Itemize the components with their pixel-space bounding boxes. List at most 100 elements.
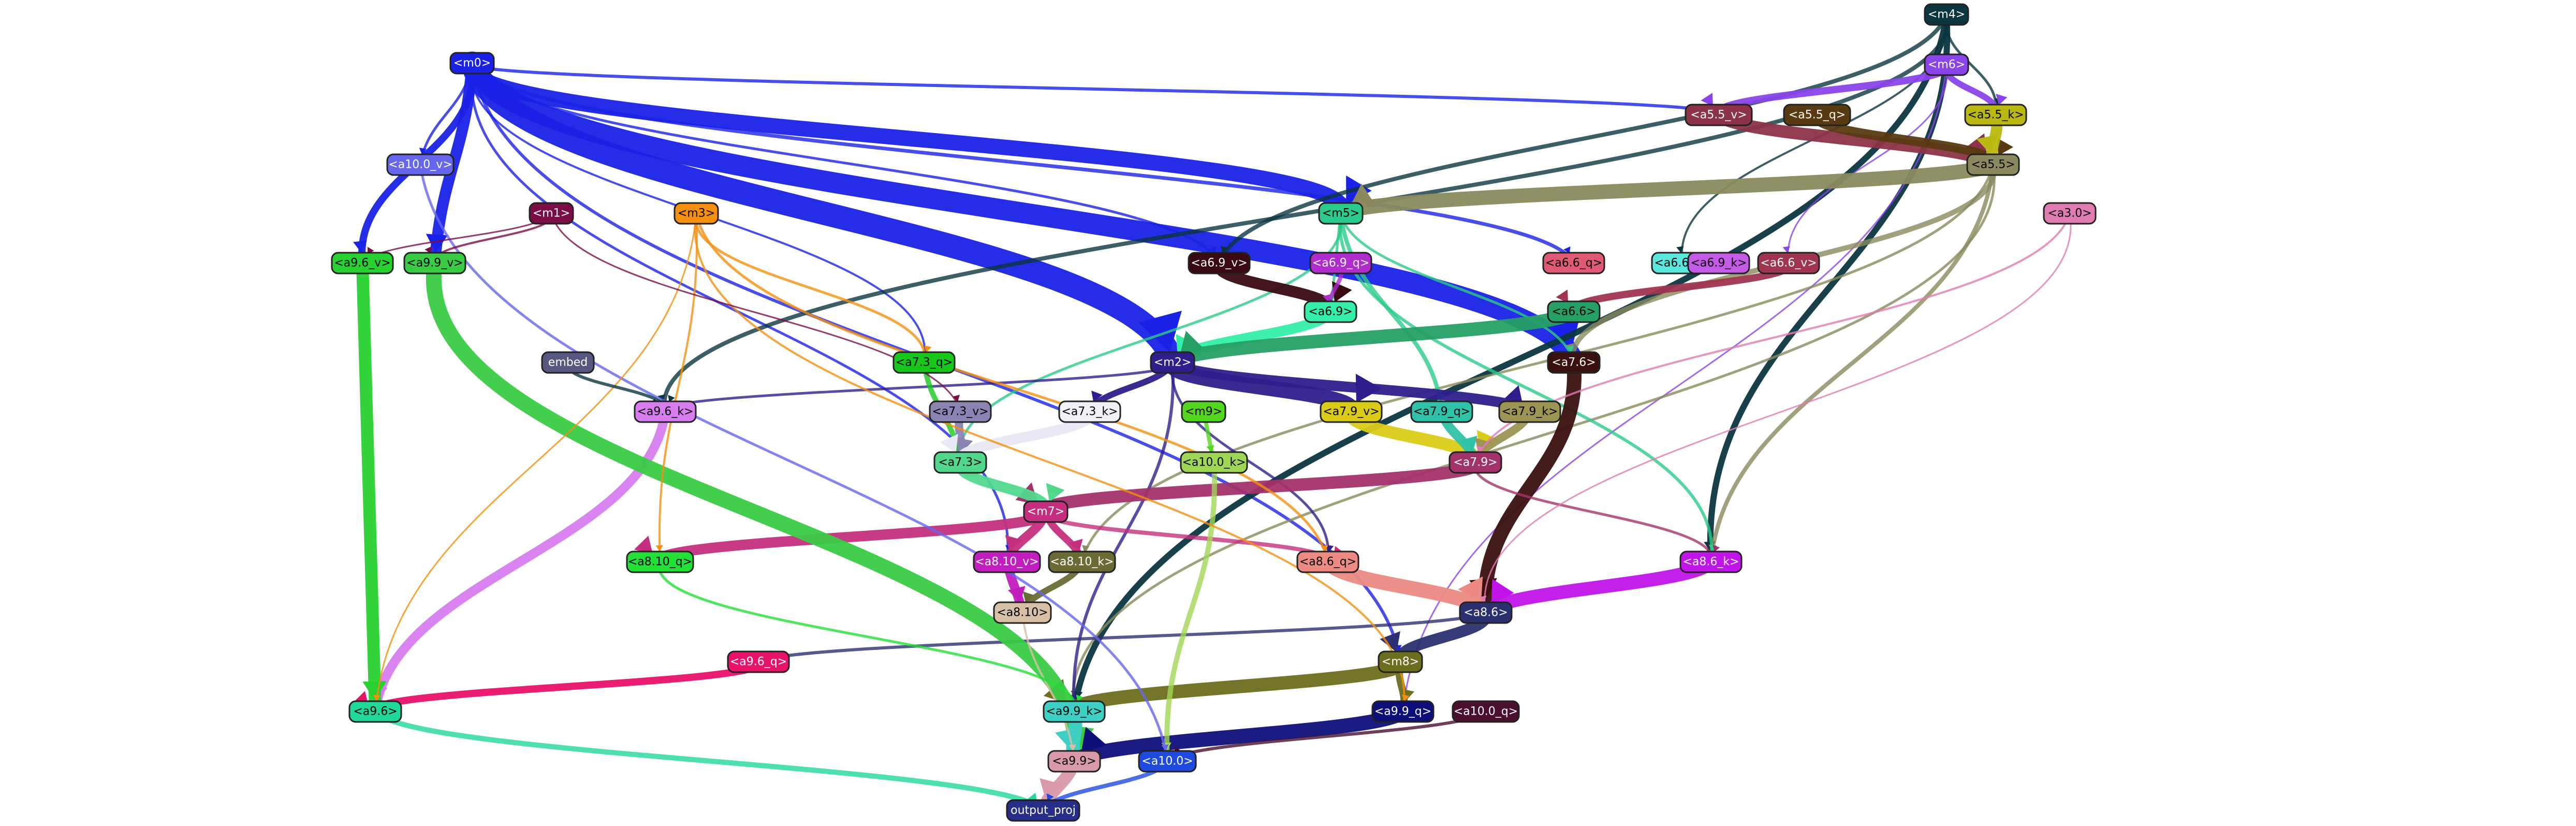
node-box bbox=[403, 252, 466, 274]
node-a9_6_v[interactable]: <a9.6_v> bbox=[331, 252, 394, 274]
node-box bbox=[892, 351, 956, 374]
node-a7_3_v[interactable]: <a7.3_v> bbox=[929, 400, 992, 423]
node-box bbox=[1371, 700, 1435, 723]
node-a8_10[interactable]: <a8.10> bbox=[993, 601, 1052, 624]
node-label: <a6.9> bbox=[1308, 306, 1352, 318]
arrowhead-m6-to-a5_5_k bbox=[1996, 94, 2008, 105]
node-label: <a7.9_v> bbox=[1323, 405, 1379, 418]
node-m6[interactable]: <m6> bbox=[1924, 53, 1969, 76]
arrowhead-m0-to-a6_9_v bbox=[1209, 246, 1217, 254]
node-a6_6[interactable]: <a6.6> bbox=[1547, 300, 1601, 323]
node-a5_5_v[interactable]: <a5.5_v> bbox=[1685, 104, 1753, 126]
edge-m0-to-a5_5_v bbox=[470, 62, 1721, 117]
node-a7_3[interactable]: <a7.3> bbox=[933, 451, 987, 474]
node-a7_9_k[interactable]: <a7.9_k> bbox=[1498, 400, 1561, 423]
node-m1[interactable]: <m1> bbox=[529, 202, 574, 225]
node-a5_5_k[interactable]: <a5.5_k> bbox=[1964, 104, 2027, 126]
node-label: <a9.9> bbox=[1052, 755, 1096, 768]
arrowhead-a8_10_k-to-a8_10 bbox=[1023, 591, 1034, 603]
node-a3_0[interactable]: <a3.0> bbox=[2043, 202, 2097, 225]
node-label: <a8.6> bbox=[1463, 606, 1507, 619]
arrowhead-a9_9_q-to-a9_9 bbox=[1081, 727, 1107, 753]
node-m7[interactable]: <m7> bbox=[1023, 500, 1069, 523]
arrowhead-m3-to-a8_6_q bbox=[1321, 545, 1328, 552]
node-label: <a9.9_q> bbox=[1374, 705, 1431, 718]
node-box bbox=[1924, 53, 1969, 76]
node-label: <a5.5> bbox=[1971, 158, 2015, 171]
node-a9_6[interactable]: <a9.6> bbox=[348, 700, 402, 723]
node-a7_9[interactable]: <a7.9> bbox=[1448, 451, 1502, 474]
edge-m0-to-a6_6_q bbox=[470, 61, 1576, 265]
node-output_proj[interactable]: output_proj bbox=[1006, 799, 1080, 822]
arrowhead-m6-to-a6_6_v bbox=[1782, 246, 1790, 253]
node-a9_6_q[interactable]: <a9.6_q> bbox=[727, 650, 790, 673]
node-box bbox=[929, 400, 992, 423]
node-a9_9_k[interactable]: <a9.9_k> bbox=[1043, 700, 1106, 723]
node-box bbox=[1757, 252, 1820, 274]
node-a5_5[interactable]: <a5.5> bbox=[1966, 153, 2020, 176]
node-label: <a5.5_k> bbox=[1967, 109, 2024, 122]
edge-a9_6-to-output_proj bbox=[373, 709, 1046, 813]
node-box bbox=[386, 153, 455, 176]
node-a7_6[interactable]: <a7.6> bbox=[1547, 351, 1601, 374]
arrowhead-a5_5-to-m5 bbox=[1349, 183, 1377, 208]
node-label: <a6.9_k> bbox=[1690, 257, 1747, 270]
node-a6_9_q[interactable]: <a6.9_q> bbox=[1309, 252, 1372, 274]
node-a9_9[interactable]: <a9.9> bbox=[1047, 750, 1101, 773]
node-a6_9_v[interactable]: <a6.9_v> bbox=[1188, 252, 1251, 274]
arrowhead-a7_3-to-m7 bbox=[1046, 483, 1065, 502]
edge-a5_5-to-a9_9_k bbox=[1072, 163, 1996, 713]
arrowhead-a3_0-to-a7_9 bbox=[1476, 445, 1484, 453]
node-m9[interactable]: <m9> bbox=[1181, 400, 1226, 423]
arrowhead-m0-to-a6_6_q bbox=[1563, 246, 1571, 254]
node-box bbox=[331, 252, 394, 274]
node-box bbox=[1048, 550, 1116, 573]
node-a6_6_q[interactable]: <a6.6_q> bbox=[1542, 252, 1605, 274]
node-a8_10_k[interactable]: <a8.10_k> bbox=[1048, 550, 1116, 573]
node-a8_6_q[interactable]: <a8.6_q> bbox=[1296, 550, 1359, 573]
node-a7_9_v[interactable]: <a7.9_v> bbox=[1320, 400, 1383, 423]
edge-m5-to-a7_6 bbox=[1339, 212, 1575, 364]
node-a6_9_k[interactable]: <a6.9_k> bbox=[1687, 252, 1750, 274]
node-a8_10_q[interactable]: <a8.10_q> bbox=[626, 550, 694, 573]
node-m2[interactable]: <m2> bbox=[1150, 351, 1195, 374]
node-layer: <m4> <m0> <m6> <a5.5_v> <a5.5_q> <a5.5_k> <a5.… bbox=[331, 3, 2097, 822]
node-a9_9_v[interactable]: <a9.9_v> bbox=[403, 252, 466, 274]
arrowhead-m2-to-a8_6_q bbox=[1326, 545, 1334, 552]
node-a7_9_q[interactable]: <a7.9_q> bbox=[1410, 400, 1473, 423]
node-a6_6_v[interactable]: <a6.6_v> bbox=[1757, 252, 1820, 274]
node-a8_6_k[interactable]: <a8.6_k> bbox=[1679, 550, 1743, 573]
node-m8[interactable]: <m8> bbox=[1378, 650, 1423, 673]
node-box bbox=[1181, 400, 1226, 423]
node-a10_0[interactable]: <a10.0> bbox=[1138, 750, 1197, 773]
node-a9_6_k[interactable]: <a9.6_k> bbox=[634, 400, 697, 423]
node-a6_9[interactable]: <a6.9> bbox=[1304, 300, 1357, 323]
node-m0[interactable]: <m0> bbox=[449, 52, 495, 75]
node-a9_9_q[interactable]: <a9.9_q> bbox=[1371, 700, 1435, 723]
node-m3[interactable]: <m3> bbox=[674, 202, 719, 225]
node-a8_6[interactable]: <a8.6> bbox=[1459, 601, 1513, 624]
node-label: <a10.0> bbox=[1141, 755, 1193, 768]
node-a8_10_v[interactable]: <a8.10_v> bbox=[973, 550, 1041, 573]
node-a10_0_k[interactable]: <a10.0_k> bbox=[1180, 451, 1248, 474]
node-label: <a10.0_v> bbox=[388, 158, 452, 171]
node-m5[interactable]: <m5> bbox=[1318, 202, 1364, 225]
node-box bbox=[634, 400, 697, 423]
node-a10_0_v[interactable]: <a10.0_v> bbox=[386, 153, 455, 176]
node-box bbox=[727, 650, 790, 673]
edge-a10_0_v-to-a10_0 bbox=[419, 163, 1169, 763]
node-label: <a3.0> bbox=[2047, 207, 2091, 220]
node-label: <a9.9_k> bbox=[1046, 705, 1102, 718]
node-a5_5_q[interactable]: <a5.5_q> bbox=[1783, 104, 1851, 126]
node-label: <a7.6> bbox=[1552, 356, 1596, 369]
edge-a7_9-to-a8_6_k bbox=[1473, 461, 1713, 563]
arrowhead-m5-to-a7_6 bbox=[1566, 345, 1574, 353]
node-embed[interactable]: embed bbox=[541, 351, 595, 374]
node-box bbox=[348, 700, 402, 723]
node-a7_3_k[interactable]: <a7.3_k> bbox=[1058, 400, 1121, 423]
node-a7_3_q[interactable]: <a7.3_q> bbox=[892, 351, 956, 374]
node-box bbox=[1378, 650, 1423, 673]
node-m4[interactable]: <m4> bbox=[1924, 3, 1969, 26]
node-a10_0_q[interactable]: <a10.0_q> bbox=[1452, 700, 1520, 723]
